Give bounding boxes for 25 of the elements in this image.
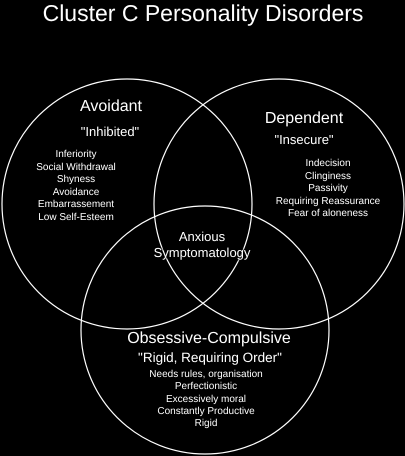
venn-circle [1,78,253,330]
trait-item: Perfectionistic [174,381,238,394]
trait-item: Clinginess [304,170,352,182]
trait-item: Low Self-Esteem [37,212,115,224]
trait-item: Fear of aloneness [286,208,370,220]
trait-item: Requiring Reassurance [274,196,382,208]
category-subtitle: "Rigid, Requiring Order" [137,350,283,366]
trait-item: Inferiority [54,149,98,161]
trait-item: Needs rules, organisation [148,369,264,381]
trait-item: Indecision [304,158,352,170]
venn-circle [153,78,405,330]
category-heading: Avoidant [79,97,143,117]
trait-item: Constantly Productive [156,406,256,418]
category-heading: Obsessive-Compulsive [126,329,292,349]
trait-item: Embarrassement [36,199,116,211]
trait-item: Shyness [56,174,96,186]
trait-item: Social Withdrawal [35,162,117,174]
category-subtitle: "Inhibited" [80,124,140,140]
trait-item: Rigid [194,418,218,430]
diagram-title: Cluster C Personality Disorders [42,0,364,27]
trait-item: Passivity [307,183,349,195]
category-subtitle: "Insecure" [273,132,335,148]
trait-item: Excessively moral [164,394,248,406]
category-heading: Dependent [264,109,344,129]
trait-item: Avoidance [52,186,100,198]
